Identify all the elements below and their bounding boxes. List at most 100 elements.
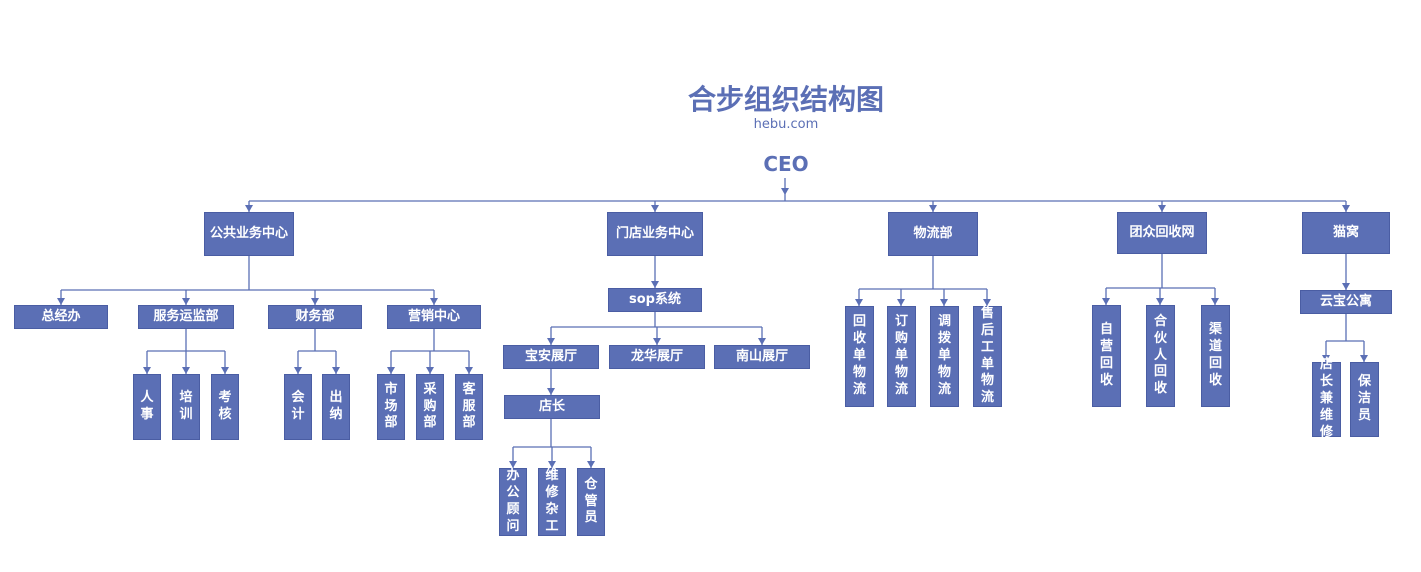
- node-char: 单: [937, 348, 951, 364]
- node-char: 售: [980, 305, 994, 321]
- node-char: 回: [1099, 356, 1113, 371]
- node-char: 物: [980, 373, 994, 389]
- node-accounting: 会计: [284, 374, 312, 440]
- node-repair-worker: 维修杂工: [538, 468, 566, 536]
- connector-arrow: [651, 205, 659, 212]
- node-char: 服: [462, 398, 476, 414]
- connector-arrow: [1342, 283, 1350, 290]
- connector-arrow: [1158, 205, 1166, 212]
- connector-arrow: [430, 298, 438, 305]
- connector-arrow: [940, 299, 948, 306]
- node-char: 修: [545, 485, 559, 501]
- node-char: 道: [1208, 339, 1222, 355]
- node-purchase-dept: 采购部: [416, 374, 444, 440]
- node-char: 营: [1099, 339, 1113, 355]
- dept-store-business: 门店业务中心: [607, 212, 703, 256]
- node-char: 收: [1153, 381, 1167, 397]
- node-char: 计: [291, 407, 305, 422]
- node-char: 工: [545, 518, 559, 534]
- node-char: 采: [423, 381, 437, 397]
- page-title: 合步组织结构图: [687, 83, 884, 116]
- connector-arrow: [1156, 298, 1164, 305]
- node-char: 培: [179, 390, 193, 406]
- node-char: 单: [894, 348, 908, 364]
- node-yunbao-apartment: 云宝公寓: [1300, 290, 1392, 314]
- node-char: 人: [1153, 347, 1167, 363]
- node-char: 流: [894, 381, 908, 397]
- node-char: 购: [894, 331, 908, 347]
- node-char: 渠: [1208, 322, 1222, 338]
- connector-arrow: [548, 461, 556, 468]
- node-char: 管: [584, 493, 598, 509]
- node-char: 物: [852, 364, 866, 380]
- node-longhua-hall: 龙华展厅: [609, 345, 705, 369]
- node-char: 部: [462, 415, 476, 431]
- connector-arrow: [294, 367, 302, 374]
- connector-arrow: [547, 338, 555, 345]
- node-cashier: 出纳: [322, 374, 350, 440]
- node-aftersales-logistics: 售后工单物流: [973, 306, 1002, 407]
- node-market-dept: 市场部: [377, 374, 405, 440]
- node-char: 回: [852, 314, 866, 330]
- node-char: 修: [1319, 424, 1333, 440]
- node-char: 流: [937, 381, 951, 397]
- node-char: 人: [140, 390, 154, 406]
- node-char: 流: [852, 381, 866, 397]
- node-char: 购: [423, 398, 437, 414]
- node-char: 员: [1357, 407, 1371, 423]
- node-sop-system: sop系统: [608, 288, 702, 312]
- connector-arrow: [1211, 298, 1219, 305]
- connector-arrow: [182, 367, 190, 374]
- connector-arrow: [855, 299, 863, 306]
- connector-arrow: [143, 367, 151, 374]
- node-char: 部: [423, 415, 437, 431]
- node-char: 市: [384, 381, 398, 397]
- node-char: 事: [140, 407, 154, 422]
- node-gm-office: 总经办: [14, 305, 108, 329]
- node-service-ops: 服务运监部: [138, 305, 234, 329]
- dept-logistics: 物流部: [888, 212, 978, 256]
- connector-arrow: [1322, 355, 1330, 362]
- node-partner-recycling: 合伙人回收: [1146, 305, 1175, 407]
- node-char: 自: [1099, 322, 1113, 338]
- node-office-consultant: 办公顾问: [499, 468, 527, 536]
- connector-arrow: [245, 205, 253, 212]
- page-subtitle: hebu.com: [753, 117, 819, 132]
- node-char: 回: [1208, 356, 1222, 371]
- node-char: 后: [980, 322, 994, 338]
- node-char: 维: [545, 468, 559, 484]
- node-char: 考: [218, 390, 232, 406]
- node-customer-service: 客服部: [455, 374, 483, 440]
- connector-arrow: [651, 281, 659, 288]
- connector-arrow: [781, 188, 789, 195]
- node-warehouse-keeper: 仓管员: [577, 468, 605, 536]
- connector-arrow: [426, 367, 434, 374]
- connector-arrow: [465, 367, 473, 374]
- node-char: 杂: [545, 502, 559, 517]
- node-char: 拨: [937, 331, 951, 347]
- node-char: 场: [384, 398, 398, 414]
- node-char: 物: [937, 364, 951, 380]
- node-recycle-logistics: 回收单物流: [845, 306, 874, 407]
- connector-arrow: [983, 299, 991, 306]
- node-char: 长: [1319, 374, 1333, 390]
- node-char: 订: [894, 314, 908, 330]
- ceo-node: CEO: [763, 152, 809, 176]
- node-char: 顾: [506, 502, 520, 517]
- node-char: 仓: [584, 476, 598, 492]
- connector-arrow: [1102, 298, 1110, 305]
- connector-arrow: [387, 367, 395, 374]
- node-char: 问: [506, 518, 520, 534]
- connector-arrow: [929, 205, 937, 212]
- node-char: 回: [1153, 364, 1167, 380]
- node-char: 洁: [1357, 391, 1371, 407]
- connector-arrow: [182, 298, 190, 305]
- node-char: 收: [1208, 372, 1222, 388]
- node-manager-repair: 店长兼维修: [1312, 357, 1341, 440]
- connector-arrow: [587, 461, 595, 468]
- connector-arrow: [311, 298, 319, 305]
- node-finance: 财务部: [268, 305, 362, 329]
- connector-arrow: [758, 338, 766, 345]
